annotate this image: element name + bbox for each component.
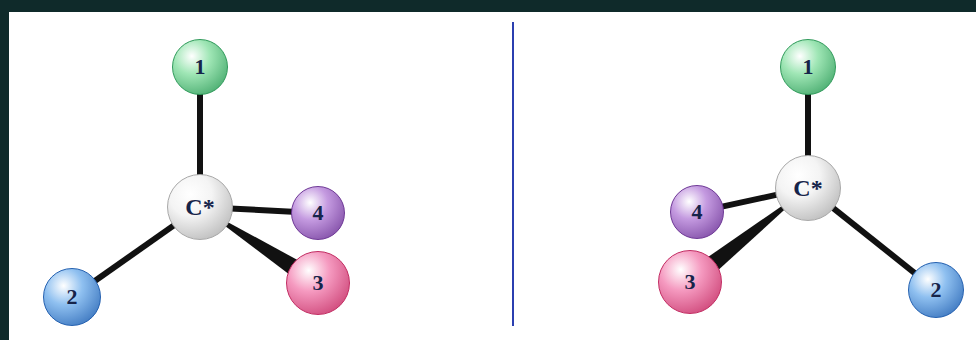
group-ball: 3 (658, 250, 722, 314)
ball-label: 1 (195, 56, 206, 78)
bond-line (86, 218, 184, 287)
left-border (0, 0, 9, 340)
chiral-carbon: C* (167, 174, 233, 240)
bond-line (823, 200, 922, 279)
ball-label: 1 (803, 56, 814, 78)
top-border (0, 0, 976, 12)
ball-label: C* (793, 176, 822, 200)
mirror-line (512, 22, 514, 326)
group-ball: 2 (908, 262, 964, 318)
ball-label: 2 (67, 286, 78, 308)
chiral-carbon: C* (775, 155, 841, 221)
ball-label: 3 (685, 271, 696, 293)
bond-line (197, 84, 203, 187)
ball-label: 4 (692, 201, 703, 223)
group-ball: 3 (286, 251, 350, 315)
ball-label: 2 (931, 279, 942, 301)
group-ball: 2 (43, 268, 101, 326)
group-ball: 4 (291, 186, 345, 240)
ball-label: 4 (313, 202, 324, 224)
group-ball: 4 (670, 185, 724, 239)
ball-label: 3 (313, 272, 324, 294)
group-ball: 1 (780, 39, 836, 95)
group-ball: 1 (172, 39, 228, 95)
ball-label: C* (185, 195, 214, 219)
